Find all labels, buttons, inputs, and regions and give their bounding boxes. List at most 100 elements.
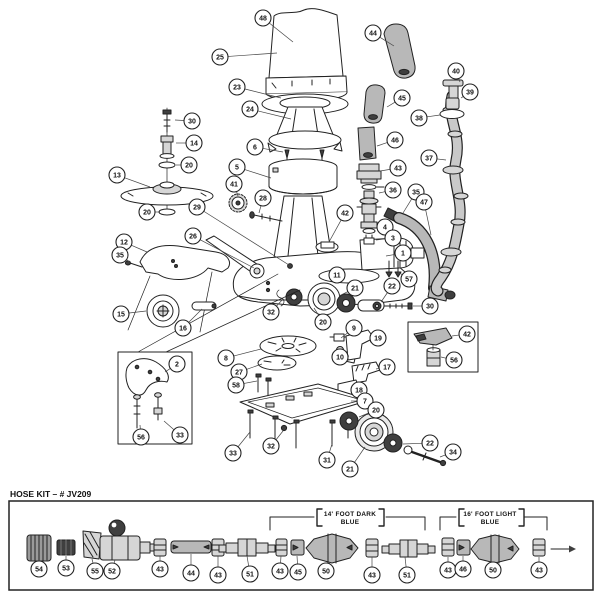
callout-number: 51 [246, 571, 254, 578]
callout-circle [168, 355, 186, 373]
callout-circle [211, 48, 229, 66]
tapered-hose [305, 533, 359, 564]
callout-number: 16 [179, 325, 187, 332]
main-callout-7: 7 [351, 392, 374, 410]
leader-line [263, 148, 284, 153]
callout-circle [289, 563, 307, 581]
callout-number: 2 [175, 361, 179, 368]
callout-number: 45 [398, 95, 406, 102]
main-callout-5: 5 [228, 158, 272, 179]
leader-line [397, 271, 403, 275]
leader-line [379, 169, 390, 172]
leader-line [237, 431, 251, 447]
hosekit-callout-54: 54 [30, 560, 48, 578]
callout-number: 46 [391, 137, 399, 144]
main-callout-41: 41 [225, 175, 243, 197]
swivel-assembly [381, 539, 436, 558]
main-callout-12: 12 [115, 233, 148, 253]
callout-circle [111, 246, 129, 264]
adjuster-and-arm [205, 193, 293, 279]
callout-circle [341, 460, 359, 478]
callout-number: 43 [156, 566, 164, 573]
leader-line [437, 158, 447, 161]
leader-line [358, 412, 369, 418]
hose-cuff [456, 539, 471, 556]
callout-number: 58 [232, 382, 240, 389]
main-callout-29: 29 [188, 198, 290, 266]
main-callout-31: 31 [318, 443, 336, 469]
callout-number: 23 [233, 84, 241, 91]
callout-circle [410, 109, 428, 127]
leader-line [354, 446, 366, 463]
main-callout-9: 9 [340, 319, 363, 339]
callout-circle [454, 560, 472, 578]
leader-line [163, 420, 175, 430]
main-callout-22: 22 [402, 434, 439, 452]
main-callout-45: 45 [386, 89, 411, 108]
callout-circle [393, 89, 411, 107]
striped-wedge [82, 530, 102, 560]
leader-line [376, 142, 388, 147]
main-callout-44: 44 [364, 24, 395, 47]
callout-number: 50 [322, 568, 330, 575]
callout-circle [182, 564, 200, 582]
callout-circle [484, 561, 502, 579]
callout-number: 15 [117, 311, 125, 318]
callout-circle [254, 189, 272, 207]
callout-number: 8 [224, 355, 228, 362]
callout-number: 20 [143, 209, 151, 216]
leader-line [460, 96, 464, 99]
hosekit-callout-55: 55 [86, 558, 104, 580]
callout-number: 27 [235, 369, 243, 376]
callout-number: 7 [363, 398, 367, 405]
leader-line [203, 211, 290, 266]
callout-number: 26 [189, 233, 197, 240]
hosekit-callout-51: 51 [241, 555, 259, 583]
hosekit-callout-50: 50 [484, 561, 502, 579]
leader-line [276, 298, 284, 307]
callout-circle [394, 244, 412, 262]
main-callout-3: 3 [375, 229, 402, 247]
callout-number: 30 [426, 303, 434, 310]
leader-line [228, 52, 278, 57]
hosekit-callout-43: 43 [439, 557, 457, 579]
hose-connector [441, 537, 455, 557]
leader-line [233, 348, 262, 357]
leader-line [375, 368, 379, 370]
callout-number: 4 [383, 224, 387, 231]
callout-circle [331, 348, 349, 366]
main-callout-48: 48 [254, 9, 294, 43]
callout-number: 42 [463, 331, 471, 338]
main-callout-39: 39 [460, 83, 479, 101]
callout-circle [345, 319, 363, 337]
callout-number: 22 [388, 283, 396, 290]
callout-circle [188, 198, 206, 216]
main-callout-32: 32 [262, 430, 284, 455]
callout-number: 33 [176, 432, 184, 439]
callout-circle [421, 297, 439, 315]
hosekit-callout-43: 43 [151, 556, 169, 578]
callout-circle [444, 443, 462, 461]
leader-line [379, 37, 395, 47]
main-callout-21: 21 [341, 446, 366, 478]
main-callout-30: 30 [174, 112, 201, 130]
callout-number: 18 [355, 387, 363, 394]
callout-number: 22 [426, 440, 434, 447]
callout-circle [171, 426, 189, 444]
callout-circle [378, 358, 396, 376]
leader-line [243, 380, 258, 384]
leader-line [269, 22, 294, 43]
main-callout-42: 42 [328, 204, 354, 243]
callout-number: 24 [246, 106, 254, 113]
callout-number: 21 [351, 285, 359, 292]
callout-circle [389, 159, 407, 177]
callout-circle [262, 303, 280, 321]
main-callout-15: 15 [112, 305, 147, 323]
callout-circle [318, 451, 336, 469]
main-callout-17: 17 [375, 358, 396, 376]
leader-line [451, 334, 459, 337]
main-callout-32: 32 [262, 298, 284, 321]
callout-number: 10 [336, 354, 344, 361]
hose-kit-art [26, 508, 576, 564]
